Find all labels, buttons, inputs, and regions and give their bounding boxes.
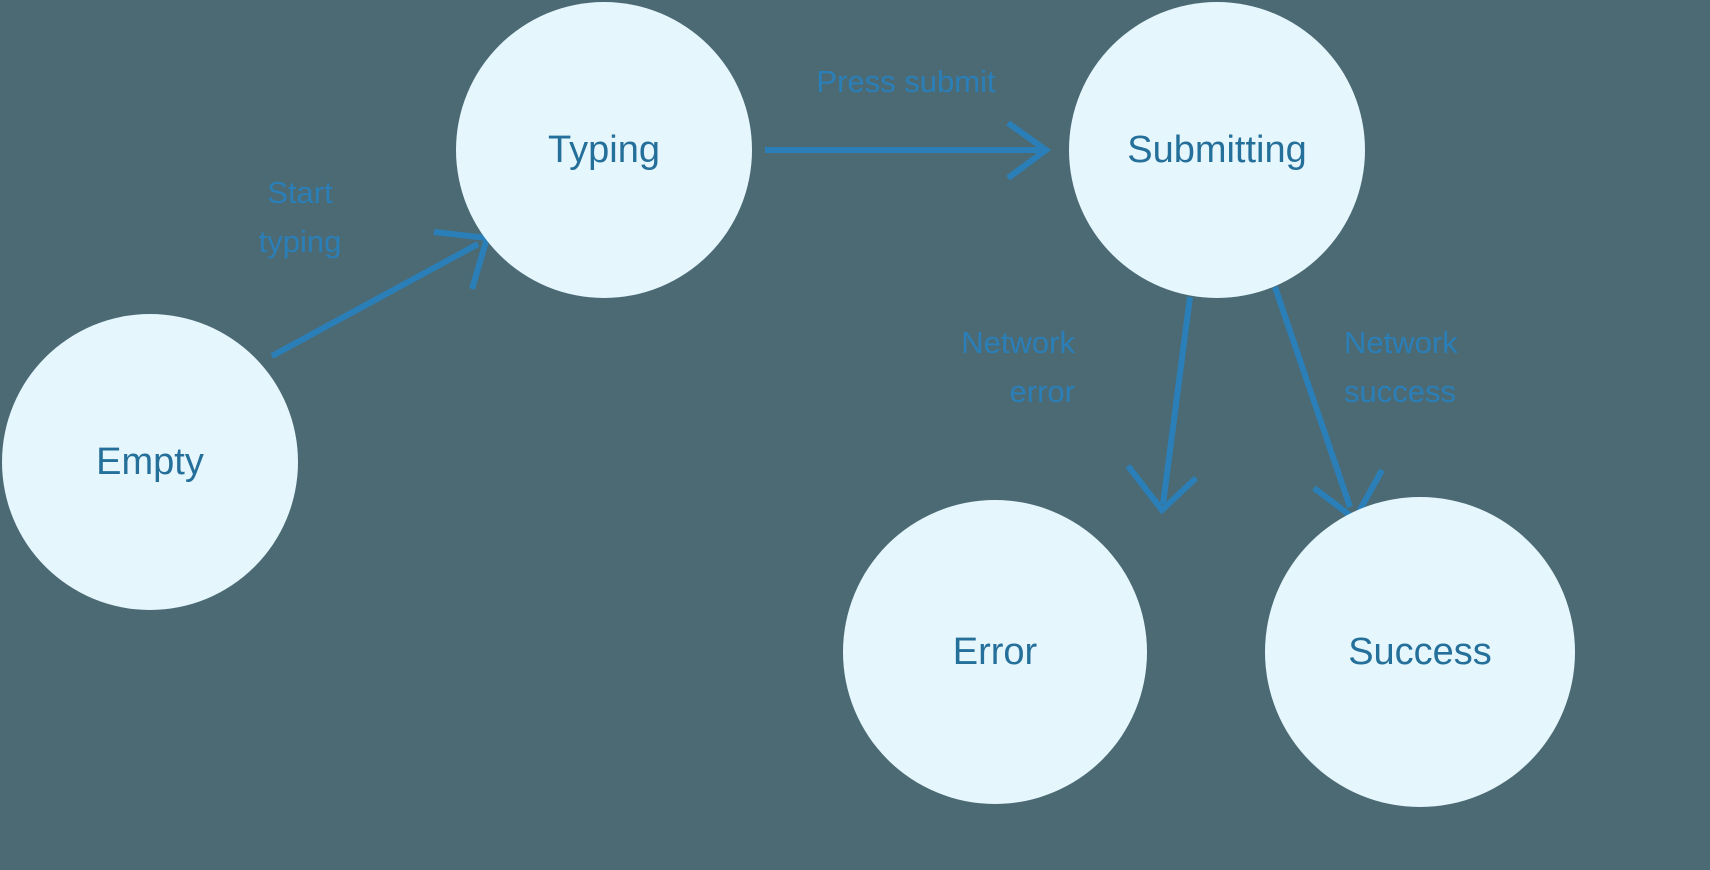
arrowhead-typing-to-submitting xyxy=(1006,120,1052,181)
state-node-typing[interactable]: Typing xyxy=(456,2,752,298)
edge-label-empty-to-typing-line1: Start xyxy=(267,175,333,210)
edge-label-typing-to-submitting-line1: Press submit xyxy=(816,64,996,99)
edge-empty-to-typing[interactable]: Start typing xyxy=(259,175,491,359)
state-node-submitting-circle xyxy=(1069,2,1365,298)
edge-line-submitting-to-success xyxy=(1272,286,1353,508)
edge-submitting-to-success[interactable]: Network success xyxy=(1272,286,1458,524)
edge-label-submitting-to-error-line2: error xyxy=(1010,374,1075,409)
edge-line-empty-to-typing xyxy=(270,241,480,359)
state-node-error[interactable]: Error xyxy=(843,500,1147,804)
edge-submitting-to-error[interactable]: Network error xyxy=(961,296,1199,515)
state-node-error-circle xyxy=(843,500,1147,804)
state-node-success-label: Success xyxy=(1348,631,1492,673)
state-node-typing-circle xyxy=(456,2,752,298)
arrowhead-submitting-to-error xyxy=(1125,464,1199,515)
state-node-empty-label: Empty xyxy=(96,441,204,483)
edge-label-submitting-to-success-line2: success xyxy=(1344,374,1456,409)
state-node-error-label: Error xyxy=(953,631,1038,673)
state-node-submitting[interactable]: Submitting xyxy=(1069,2,1365,298)
edge-label-submitting-to-success-line1: Network xyxy=(1344,325,1458,360)
edge-line-submitting-to-error xyxy=(1160,296,1193,505)
edge-typing-to-submitting[interactable]: Press submit xyxy=(765,64,1052,181)
state-node-submitting-label: Submitting xyxy=(1127,129,1307,171)
state-node-empty[interactable]: Empty xyxy=(2,314,298,610)
state-node-success-circle xyxy=(1265,497,1575,807)
state-node-success[interactable]: Success xyxy=(1265,497,1575,807)
edge-label-submitting-to-error-line1: Network xyxy=(961,325,1075,360)
state-node-typing-label: Typing xyxy=(548,129,660,171)
edge-label-empty-to-typing-line2: typing xyxy=(259,224,342,259)
state-node-empty-circle xyxy=(2,314,298,610)
